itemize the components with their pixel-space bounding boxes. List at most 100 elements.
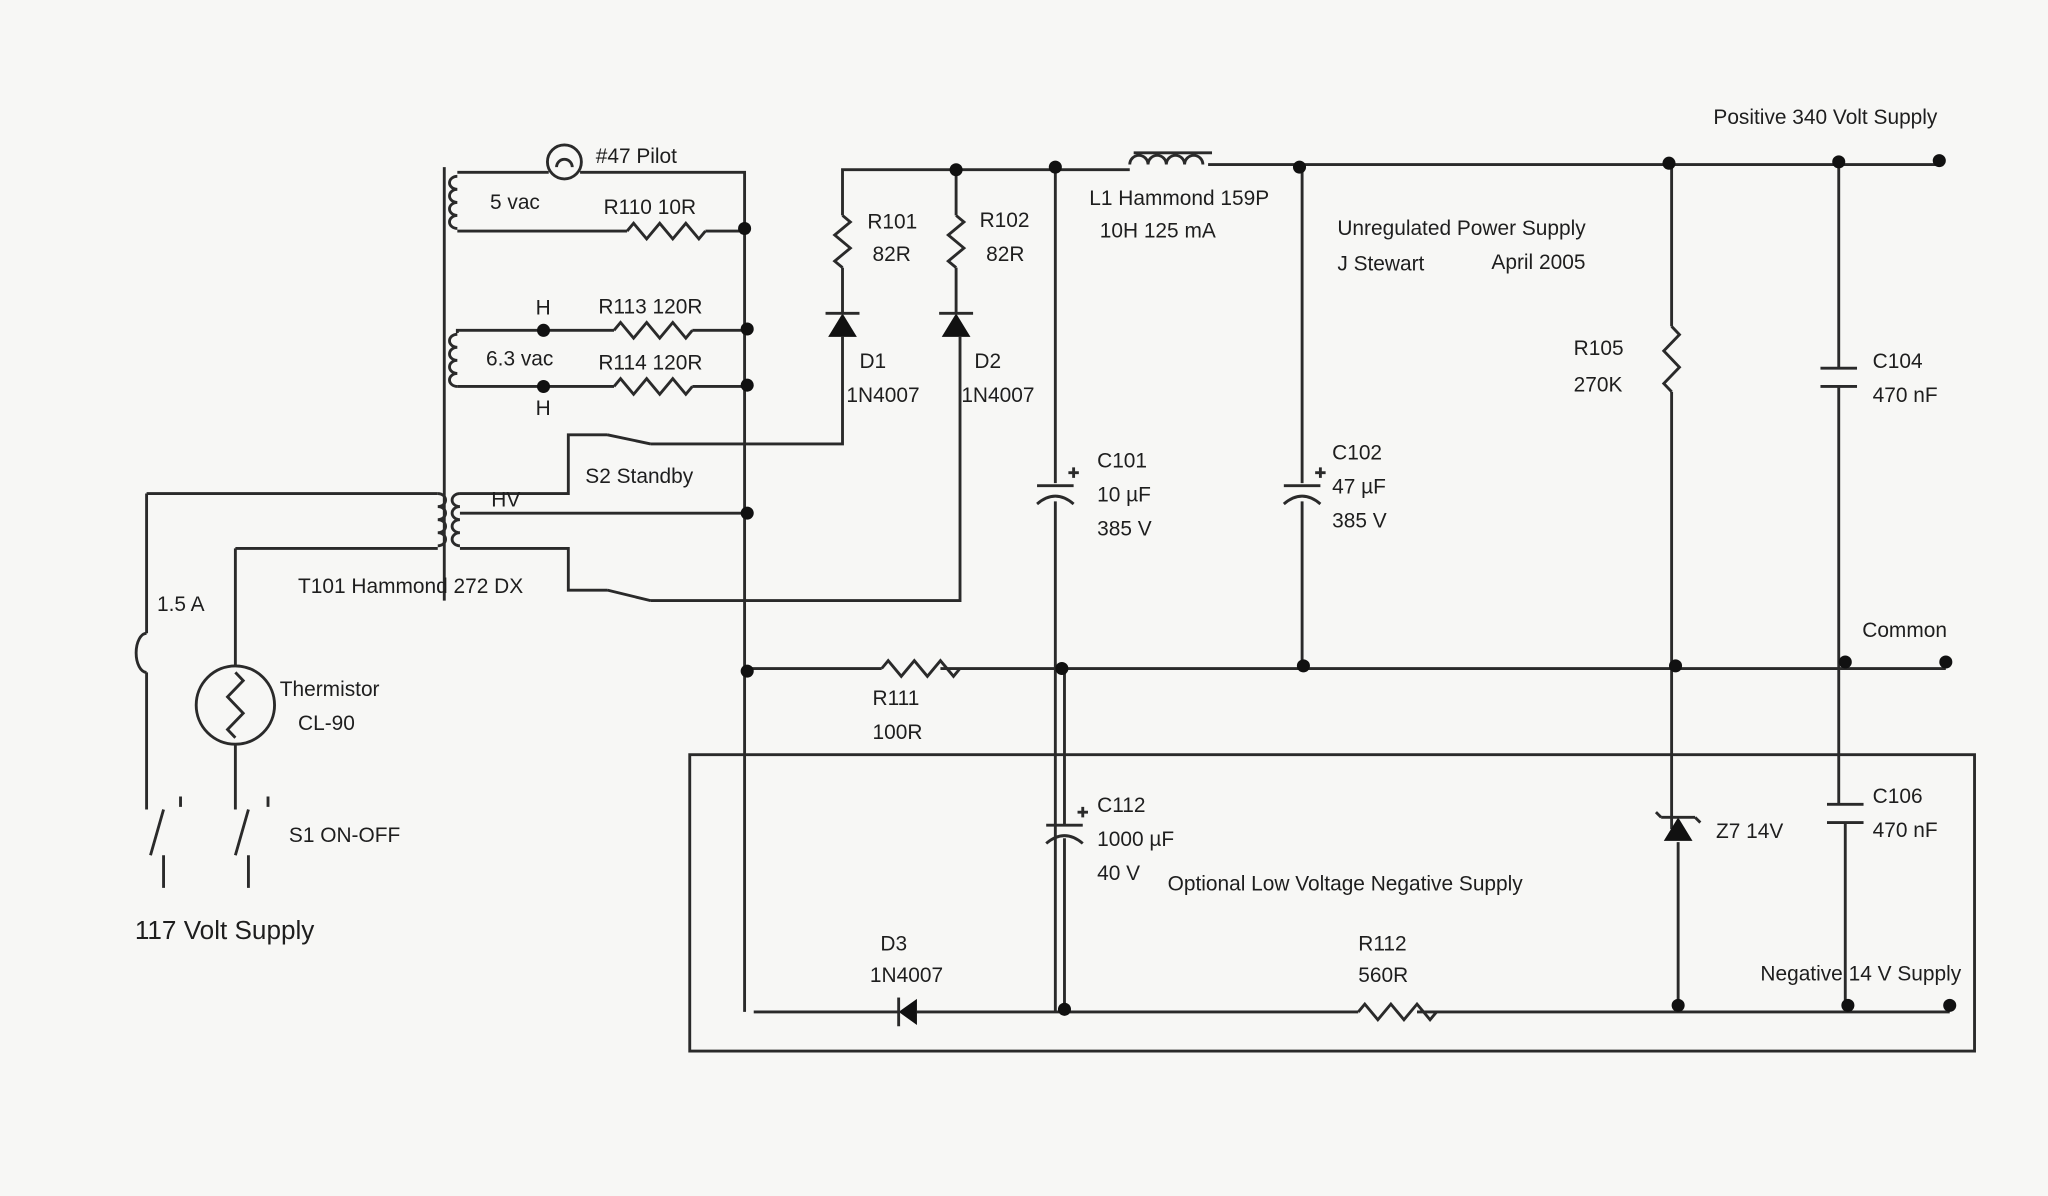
l1-value: 10H 125 mA [1100,220,1216,243]
c106-value: 470 nF [1873,819,1938,842]
r112-resistor [1357,1001,1438,1022]
optional-supply-label: Optional Low Voltage Negative Supply [1168,872,1524,895]
hv-label: HV [491,489,520,512]
junction-dot [738,221,752,236]
d3-label: D3 [880,933,907,956]
junction-dot [1055,661,1069,676]
h-label: H [536,397,551,420]
common-label: Common [1862,619,1947,642]
r112-value: 560R [1358,964,1408,987]
negative-supply-label: Negative 14 V Supply [1760,963,1961,986]
c102-capacitor-icon [1282,467,1326,506]
junction-dot [740,506,754,520]
d2-label: D2 [974,350,1001,373]
wire [841,163,1940,314]
junctions [536,154,1957,1016]
junction-dot [949,163,963,177]
s2-switch-upper [607,433,651,446]
r102-value: 82R [986,243,1024,266]
wire [1837,161,1847,1006]
fuse-label: 1.5 A [157,593,205,616]
c106-capacitor-icon [1826,802,1864,825]
d3-part: 1N4007 [870,964,943,987]
r113-label: R113 120R [598,295,702,318]
junction-dot [1048,160,1062,174]
d3-diode-icon [898,998,917,1025]
wire [459,336,844,495]
junction-dot [536,323,551,337]
junction-dot [1671,998,1685,1012]
junction-dot [1939,655,1953,669]
r105-resistor [1661,325,1682,393]
c101-value: 10 µF [1097,483,1151,506]
s1-switch-icon [149,809,250,856]
components [134,143,1864,1027]
junction-dot [1841,998,1855,1012]
c102-rating: 385 V [1332,509,1387,532]
primary-coil-icon [437,492,447,548]
6v3-coil-icon [448,332,458,388]
t101-label: T101 Hammond 272 DX [298,575,523,598]
d1-diode-icon [828,313,857,337]
c104-label: C104 [1873,350,1923,373]
author: J Stewart [1337,252,1424,275]
c101-label: C101 [1097,449,1147,472]
l1-label: L1 Hammond 159P [1089,187,1269,210]
s1-label: S1 ON-OFF [289,824,400,847]
pilot-lamp-icon [545,143,583,181]
r114-label: R114 120R [598,352,702,375]
r102-resistor [946,214,967,269]
6v3-label: 6.3 vac [486,348,553,371]
junction-dot [1838,655,1852,669]
r111-label: R111 [873,687,920,710]
c104-capacitor-icon [1820,366,1858,388]
c112-capacitor-icon [1045,806,1088,845]
inductor-icon [1128,151,1213,165]
h-label: H [536,297,551,320]
s2-label: S2 Standby [585,465,693,488]
pilot-label: #47 Pilot [596,145,677,168]
labels: #47 Pilot 5 vac R110 10R H R113 120R 6.3… [135,106,1962,987]
c112-label: C112 [1097,794,1145,817]
mains-label: 117 Volt Supply [135,915,315,945]
c104-value: 470 nF [1873,384,1938,407]
d2-part: 1N4007 [961,384,1034,407]
fuse-icon [134,631,147,674]
wire [1670,163,1680,1006]
c106-label: C106 [1873,785,1923,808]
s1-arrows [179,796,270,807]
positive-supply-label: Positive 340 Volt Supply [1713,106,1938,129]
z7-diode-icon [1663,817,1693,841]
d2-diode-icon [941,313,971,337]
wire [457,170,747,1012]
hv-coil-icon [450,492,461,548]
r113-resistor [612,320,694,341]
junction-dot [1943,998,1957,1012]
c112-rating: 40 V [1097,862,1140,885]
wire [146,492,438,550]
junction-dot [740,378,754,392]
r105-value: 270K [1574,374,1623,397]
junction-dot [1057,1002,1072,1016]
junction-dot [536,379,551,394]
r101-resistor [832,214,853,269]
r112-label: R112 [1358,933,1406,956]
d1-label: D1 [859,350,886,373]
c102-value: 47 µF [1332,476,1386,499]
junction-dot [1292,160,1307,174]
c102-label: C102 [1332,442,1382,465]
thermistor-resistor [225,671,246,739]
r101-value: 82R [873,243,911,266]
d1-part: 1N4007 [846,384,919,407]
z7-label: Z7 14V [1716,820,1783,843]
c101-rating: 385 V [1097,517,1152,540]
junction-dot [1296,659,1310,673]
pilot-lamp-filament-icon [555,157,574,168]
s2-switch-lower [607,588,651,603]
r105-label: R105 [1574,337,1624,360]
r101-label: R101 [867,210,917,233]
date: April 2005 [1491,251,1585,274]
wire [455,328,748,333]
c112-value: 1000 µF [1097,828,1174,851]
